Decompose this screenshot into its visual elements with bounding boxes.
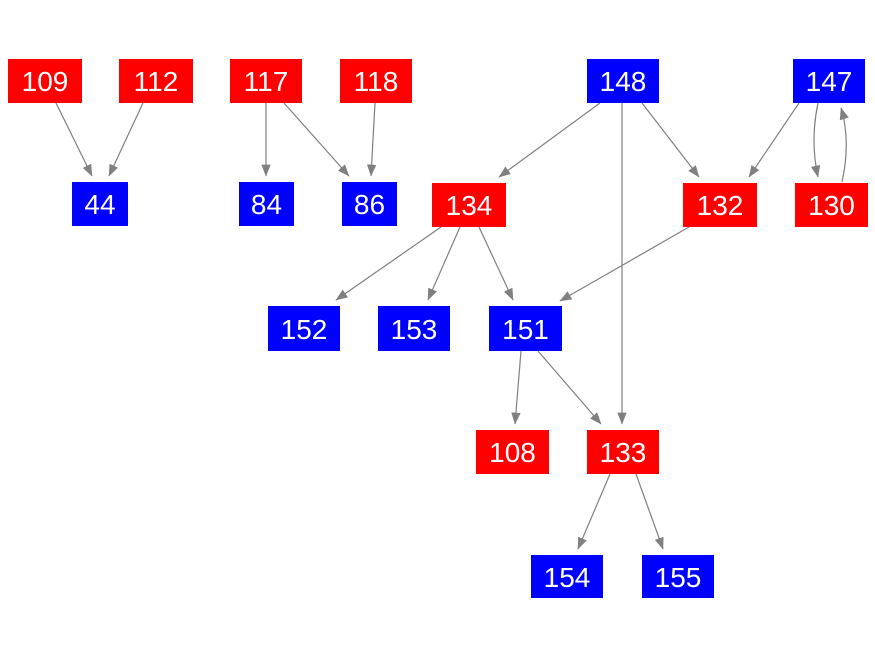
node-109: 109 [8, 59, 82, 103]
edge-148-134 [498, 102, 601, 178]
node-label: 117 [243, 66, 289, 97]
node-152: 152 [268, 306, 340, 351]
edge-133-155 [635, 473, 664, 550]
node-label: 151 [502, 313, 549, 345]
node-112: 112 [119, 59, 193, 103]
node-label: 118 [353, 66, 399, 97]
edge-148-132 [641, 102, 700, 178]
edge-118-86 [366, 102, 377, 177]
node-label: 154 [543, 561, 591, 593]
node-label: 134 [445, 190, 493, 221]
node-153: 153 [378, 306, 450, 351]
node-132: 132 [683, 183, 757, 227]
node-84: 84 [239, 182, 294, 226]
edge-151-108 [511, 350, 522, 425]
node-label: 108 [489, 437, 536, 468]
edge-134-151 [478, 226, 514, 301]
node-154: 154 [531, 555, 603, 598]
node-108: 108 [476, 430, 549, 474]
node-label: 44 [84, 189, 116, 220]
edge-147-132 [748, 102, 800, 178]
edge-132-151 [559, 226, 690, 302]
edge-112-44 [108, 102, 144, 177]
node-130: 130 [795, 183, 868, 227]
edge-151-133 [537, 350, 602, 425]
node-label: 86 [353, 189, 386, 220]
node-label: 130 [808, 190, 855, 221]
node-44: 44 [72, 182, 128, 226]
node-label: 109 [21, 66, 69, 97]
node-86: 86 [342, 182, 397, 226]
node-118: 118 [340, 59, 412, 103]
node-label: 155 [654, 561, 702, 593]
node-label: 148 [599, 66, 647, 97]
edge-133-154 [577, 473, 611, 550]
node-151: 151 [489, 306, 562, 351]
edge-130-147 [839, 107, 849, 183]
node-label: 133 [599, 437, 647, 468]
node-155: 155 [642, 555, 714, 598]
node-label: 132 [696, 190, 744, 221]
edge-147-130 [810, 102, 821, 178]
edge-134-153 [427, 226, 461, 301]
node-148: 148 [587, 59, 659, 103]
node-133: 133 [587, 430, 659, 474]
node-label: 147 [805, 66, 853, 97]
edge-109-44 [55, 102, 93, 177]
node-147: 147 [793, 59, 865, 103]
edge-134-152 [335, 226, 442, 301]
node-117: 117 [230, 59, 302, 103]
edge-117-86 [283, 102, 350, 177]
node-label: 84 [250, 189, 283, 220]
node-label: 112 [133, 66, 179, 97]
node-label: 152 [280, 313, 328, 345]
node-label: 153 [390, 313, 438, 345]
node-134: 134 [432, 183, 506, 227]
